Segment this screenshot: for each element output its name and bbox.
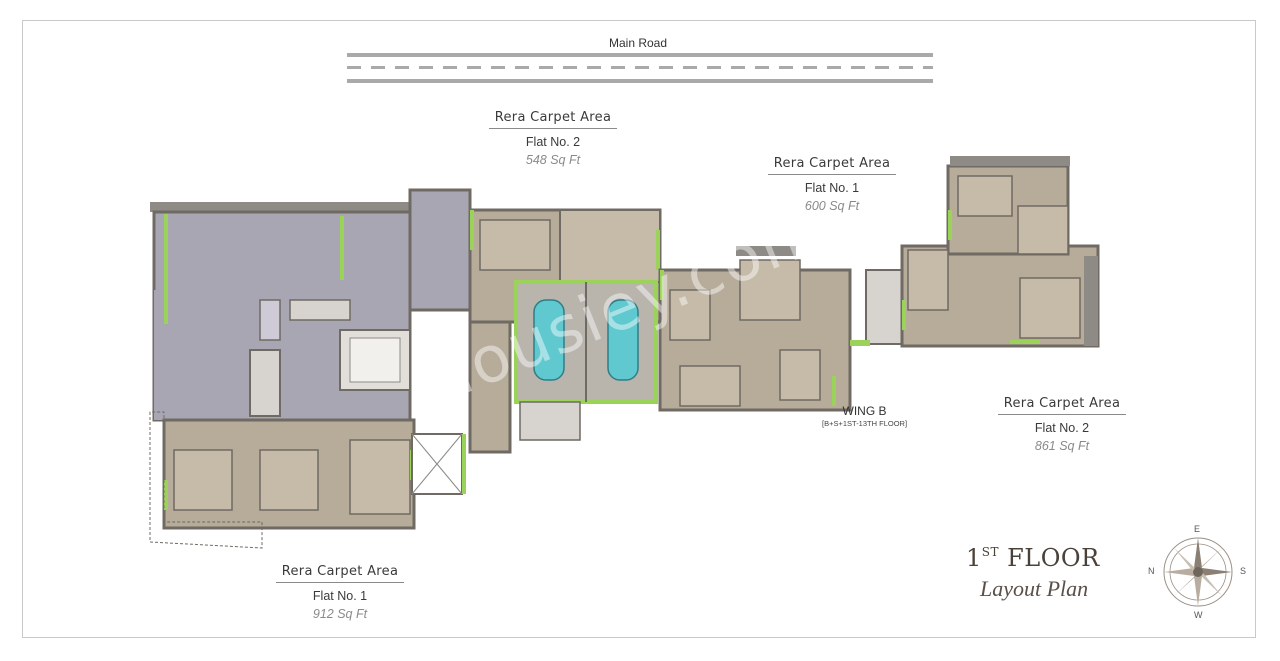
open-duct — [411, 433, 466, 495]
area-size: 548 Sq Ft — [525, 153, 581, 167]
main-road-label: Main Road — [608, 36, 668, 50]
compass-letter-s: S — [1240, 566, 1247, 576]
area-wing-b-flat2: Rera Carpet Area Flat No. 2 861 Sq Ft — [987, 394, 1137, 453]
area-flat-number: Flat No. 1 — [312, 589, 368, 603]
area-title: Rera Carpet Area — [275, 564, 405, 583]
compass-letter-w: W — [1194, 610, 1203, 620]
area-title: Rera Carpet Area — [488, 110, 618, 129]
area-wing-a-flat1: Rera Carpet Area Flat No. 1 912 Sq Ft — [265, 562, 415, 621]
floor-subtitle: Layout Plan — [980, 576, 1089, 601]
floor-title: 1ST FLOOR — [966, 544, 1100, 572]
floor-plan-drawing — [149, 156, 1100, 549]
area-size: 861 Sq Ft — [1034, 439, 1090, 453]
floor-word: FLOOR — [1007, 544, 1100, 572]
wing-b-flat1-unit — [658, 246, 852, 412]
floor-ordinal: ST — [981, 545, 1000, 559]
wing-a-flat1-unit — [149, 411, 416, 549]
floor-number: 1 — [966, 544, 982, 572]
wing-b-label: WING B [B+S+1ST-13TH FLOOR] — [822, 404, 907, 428]
area-size: 912 Sq Ft — [312, 607, 368, 621]
area-size: 600 Sq Ft — [804, 199, 860, 213]
parking-bay — [514, 280, 658, 441]
area-flat-number: Flat No. 1 — [804, 181, 860, 195]
compass-letter-n: N — [1148, 566, 1155, 576]
main-road — [347, 53, 933, 83]
road-edge-top — [347, 53, 933, 57]
area-flat-number: Flat No. 2 — [525, 135, 581, 149]
road-edge-bottom — [347, 79, 933, 83]
wing-b-name: WING B — [842, 404, 887, 418]
road-center-dash — [347, 66, 933, 69]
area-title: Rera Carpet Area — [767, 156, 897, 175]
wing-b-floors: [B+S+1ST-13TH FLOOR] — [822, 419, 908, 428]
wing-b-flat2-unit — [900, 156, 1100, 348]
area-wing-a-flat2: Rera Carpet Area Flat No. 2 548 Sq Ft — [478, 108, 628, 167]
area-flat-number: Flat No. 2 — [1034, 421, 1090, 435]
wing-b-core — [850, 269, 907, 346]
area-title: Rera Carpet Area — [997, 396, 1127, 415]
area-wing-b-flat1: Rera Carpet Area Flat No. 1 600 Sq Ft — [757, 154, 907, 213]
compass-icon — [1163, 537, 1233, 607]
drawing-frame — [22, 20, 1256, 638]
compass-letter-e: E — [1194, 524, 1201, 534]
compass-rose: E N S W — [1146, 524, 1252, 620]
